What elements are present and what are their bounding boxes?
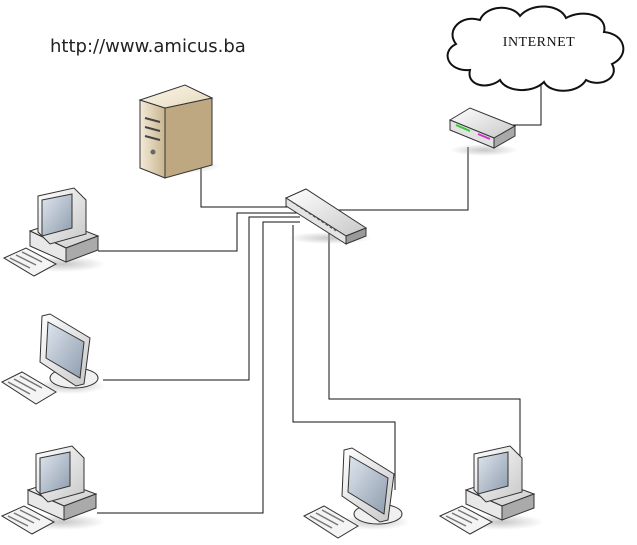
desktop-computer-icon: [0, 445, 98, 535]
tower-server-icon: [138, 84, 214, 179]
switch: [284, 188, 372, 245]
url-text: http://www.amicus.ba: [50, 36, 246, 57]
desktop-computer-icon: [438, 445, 536, 535]
workstation-1: [2, 187, 106, 277]
workstation-5: [438, 445, 544, 535]
network-switch-icon: [284, 188, 368, 245]
router-shadow: [450, 144, 518, 156]
cable-pc-3: [97, 221, 300, 514]
cable-pc-4: [292, 225, 396, 490]
network-cables: [97, 78, 542, 514]
cable-pc-1: [98, 212, 300, 252]
workstation-4: [302, 447, 410, 539]
cable-internet: [512, 78, 542, 126]
lcd-monitor-icon: [0, 313, 99, 405]
server: [138, 84, 221, 179]
internet-cloud: INTERNET: [446, 5, 625, 92]
lcd-monitor-icon: [302, 447, 403, 539]
workstation-2: [0, 313, 106, 405]
workstation-3: [0, 445, 106, 535]
cable-server: [200, 164, 300, 208]
cable-router: [330, 147, 469, 211]
cable-pc-5: [328, 225, 521, 458]
router: [448, 107, 518, 156]
cable-pc-2: [103, 216, 300, 381]
desktop-computer-icon: [2, 187, 100, 277]
cloud-icon: [446, 5, 625, 92]
internet-label: INTERNET: [503, 35, 575, 50]
router-modem-icon: [448, 107, 517, 149]
